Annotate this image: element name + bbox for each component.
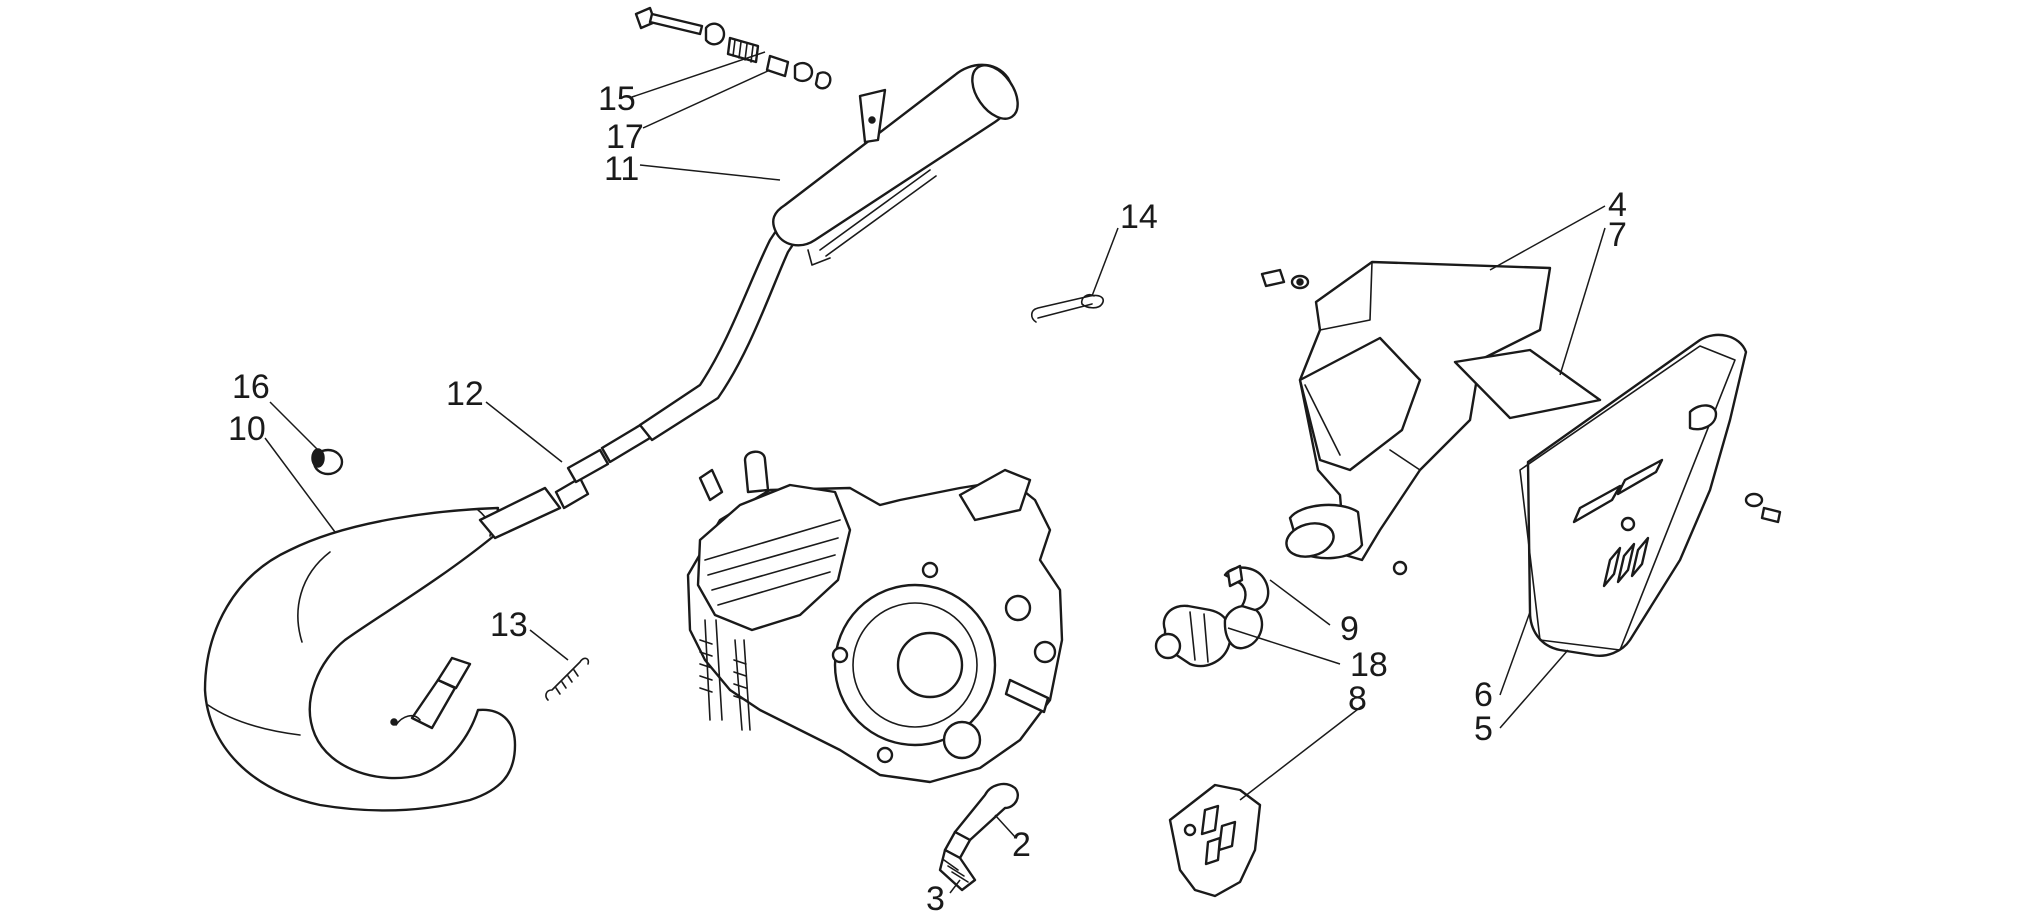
callout-14: 14 [1120, 198, 1158, 236]
callout-10: 10 [228, 410, 266, 448]
airbox-screw [1260, 268, 1310, 290]
callout-18: 18 [1350, 646, 1388, 684]
expansion-chamber [203, 486, 562, 812]
callout-12: 12 [446, 375, 484, 413]
side-cover [1519, 333, 1748, 657]
grommet [311, 448, 344, 476]
callout-2: 2 [1012, 826, 1031, 864]
callout-8: 8 [1348, 680, 1367, 718]
callout-16: 16 [232, 368, 270, 406]
engine-block [686, 450, 1064, 784]
callout-13: 13 [490, 606, 528, 644]
kick-starter [938, 782, 1019, 892]
exhaust-spring [545, 657, 590, 701]
side-cover-screw [1744, 492, 1782, 524]
callout-15: 15 [598, 80, 636, 118]
silencer [638, 63, 1019, 442]
mount-bolt-set [634, 6, 832, 90]
wire-clip [1030, 293, 1105, 323]
callout-6: 6 [1474, 676, 1493, 714]
callout-17: 17 [606, 118, 644, 156]
chain-guard [1168, 783, 1262, 898]
callout-3: 3 [926, 880, 945, 916]
callout-11: 11 [604, 150, 639, 188]
leader-lines [264, 51, 1606, 894]
callout-5: 5 [1474, 710, 1493, 748]
callout-9: 9 [1340, 610, 1359, 648]
callout-4: 4 [1608, 186, 1627, 224]
callout-labels: 15 17 11 14 4 7 16 10 12 13 9 18 8 6 5 2… [228, 80, 1627, 916]
air-box [1285, 260, 1602, 576]
link-pipe [554, 422, 652, 510]
carburettor [1154, 564, 1270, 668]
callout-7: 7 [1608, 216, 1627, 254]
